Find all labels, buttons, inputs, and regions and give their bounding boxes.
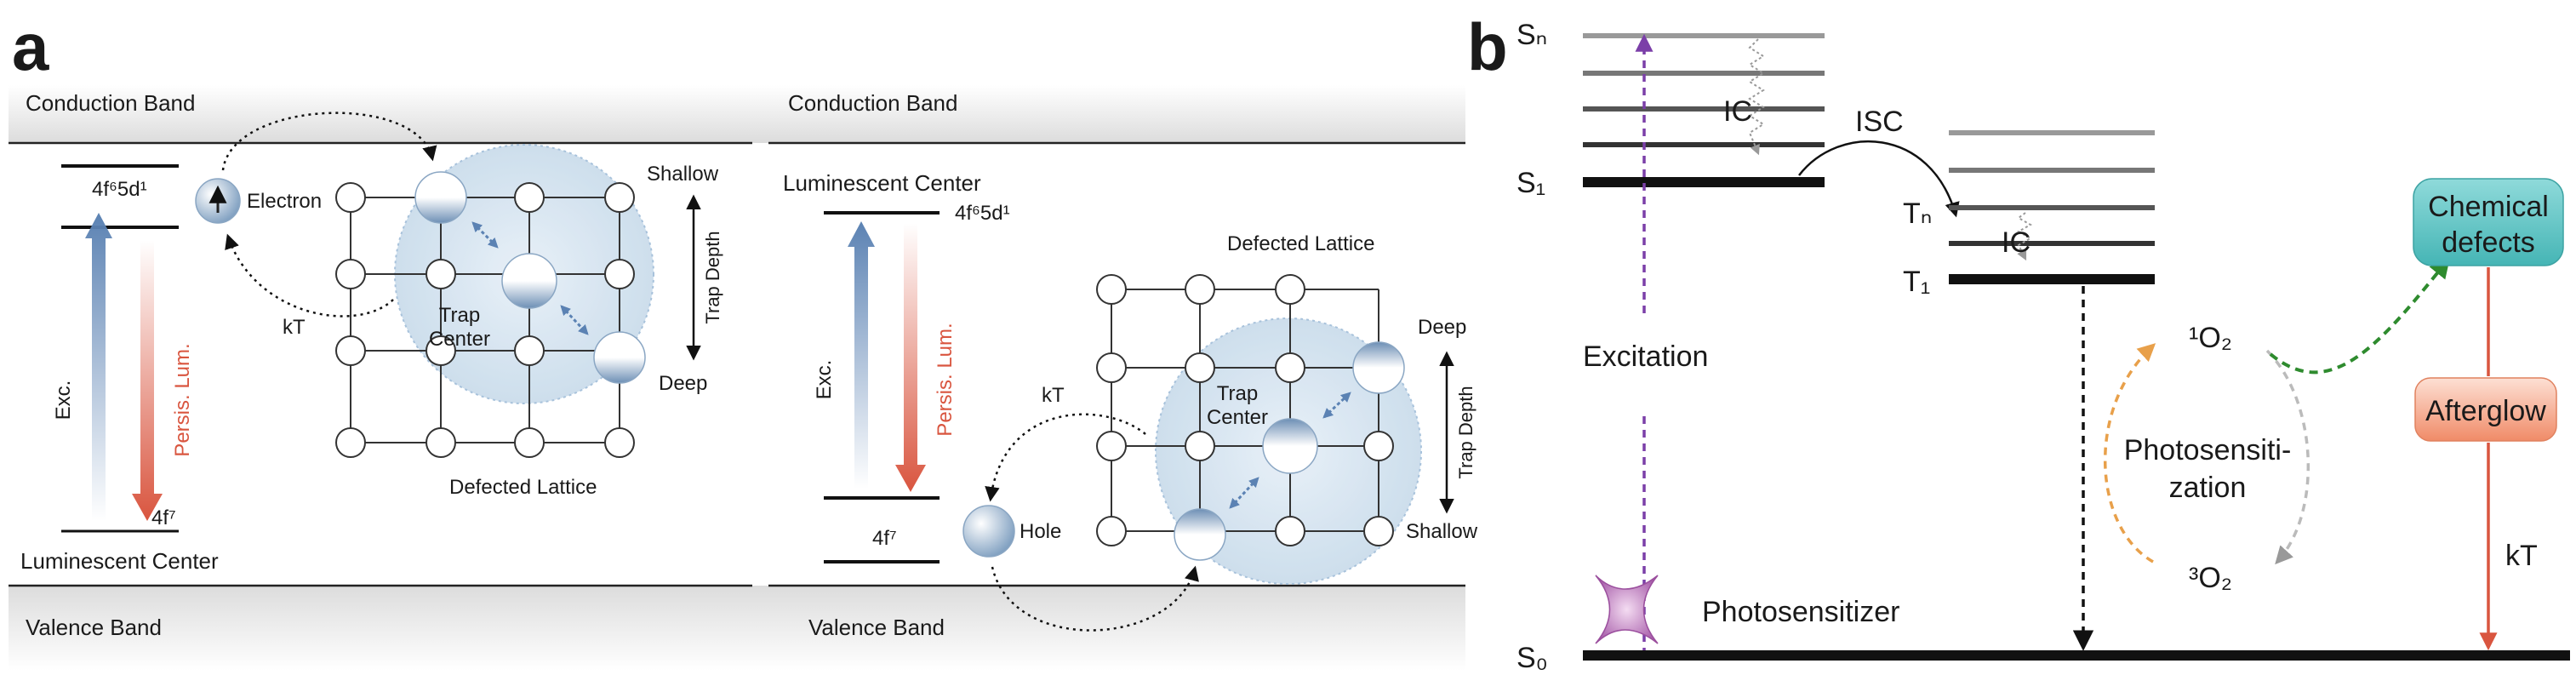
ic-squiggle bbox=[1748, 38, 1765, 156]
trap-center-label: Trap bbox=[1217, 382, 1258, 405]
level-upper-label: 4f⁶5d¹ bbox=[92, 178, 147, 201]
photosensitization-up-arrow bbox=[2103, 343, 2156, 563]
deep-label: Deep bbox=[1418, 316, 1466, 339]
trap-center-label: Center bbox=[1207, 406, 1268, 429]
level-lower-label: 4f⁷ bbox=[872, 527, 897, 550]
lattice-grid bbox=[1111, 289, 1379, 532]
persistent-luminescence-arrow bbox=[895, 223, 926, 492]
excitation-label: Exc. bbox=[52, 380, 75, 420]
luminescent-center-label: Luminescent Center bbox=[20, 548, 219, 574]
tn-label: Tₙ bbox=[1903, 197, 1932, 230]
trap-center-label: Center bbox=[429, 328, 490, 351]
deep-label: Deep bbox=[659, 372, 707, 395]
chemical-defects-box bbox=[2413, 178, 2564, 266]
release-arrow bbox=[225, 233, 394, 317]
photosensitizer-icon bbox=[1595, 575, 1659, 644]
kt-label: kT bbox=[1042, 384, 1065, 407]
panel-a-label: a bbox=[12, 9, 49, 84]
trap-center bbox=[1262, 418, 1318, 474]
s0-label: S₀ bbox=[1516, 642, 1548, 674]
photosensitization-label: zation bbox=[2169, 472, 2247, 504]
release-arrow bbox=[985, 413, 1146, 502]
isc-label: ISC bbox=[1855, 106, 1904, 138]
deep-trap bbox=[593, 331, 646, 384]
chemical-defects-label: defects bbox=[2442, 226, 2535, 259]
conduction-band-label: Conduction Band bbox=[26, 90, 195, 116]
kt-label: kT bbox=[283, 316, 306, 339]
s1-label: S₁ bbox=[1516, 167, 1545, 199]
hole-ball bbox=[962, 505, 1015, 558]
ic-label-singlet: IC bbox=[1723, 95, 1752, 128]
shallow-trap bbox=[414, 171, 467, 224]
persistent-luminescence-label: Persis. Lum. bbox=[934, 323, 957, 436]
triplet-oxygen-label: ³O₂ bbox=[2189, 562, 2232, 594]
conduction-band-fill bbox=[9, 85, 1465, 143]
afterglow-label: Afterglow bbox=[2425, 395, 2546, 427]
trap-center bbox=[501, 253, 557, 309]
carrier-label: Hole bbox=[1020, 520, 1061, 543]
valence-band-label: Valence Band bbox=[26, 615, 162, 640]
carrier-label: Electron bbox=[247, 190, 322, 213]
persistent-luminescence-arrow bbox=[132, 240, 163, 521]
trap-transfer-arrow bbox=[1229, 477, 1259, 509]
lattice-grid bbox=[350, 197, 620, 443]
sn-label: Sₙ bbox=[1516, 19, 1547, 51]
photosensitization-label: Photosensiti- bbox=[2124, 434, 2292, 466]
excitation-label: Exc. bbox=[813, 360, 836, 400]
trapping-arrow bbox=[221, 112, 437, 171]
isc-arrow bbox=[1798, 140, 1960, 218]
trap-center-label: Trap bbox=[439, 304, 480, 327]
valence-band-fill bbox=[9, 586, 1465, 671]
defected-lattice-label: Defected Lattice bbox=[449, 476, 597, 499]
ic-squiggle bbox=[2016, 212, 2033, 261]
panel-a-left: Conduction Band Valence Band 4f⁶5d¹ 4f⁷ … bbox=[20, 90, 723, 640]
defected-lattice-label: Defected Lattice bbox=[1227, 232, 1374, 255]
t1-label: T₁ bbox=[1903, 266, 1930, 298]
excitation-arrow bbox=[848, 221, 875, 489]
shallow-trap bbox=[1174, 508, 1226, 561]
panel-a-right: Conduction Band Valence Band Luminescent… bbox=[783, 90, 1478, 640]
chemical-defects-label: Chemical bbox=[2428, 191, 2549, 223]
trap-transfer-arrow bbox=[560, 305, 589, 335]
panel-b-label: b bbox=[1467, 9, 1508, 84]
excitation-arrow bbox=[85, 213, 112, 521]
shallow-label: Shallow bbox=[647, 163, 719, 186]
kt-label: kT bbox=[2505, 540, 2538, 572]
trapping-arrow bbox=[991, 565, 1199, 632]
luminescent-center-label: Luminescent Center bbox=[783, 170, 981, 196]
afterglow-box bbox=[2414, 377, 2557, 442]
shallow-label: Shallow bbox=[1406, 520, 1478, 543]
trap-depth-label: Trap Depth bbox=[1455, 386, 1476, 478]
photosensitization-down-arrow bbox=[2265, 349, 2310, 565]
persistent-luminescence-label: Persis. Lum. bbox=[171, 343, 194, 456]
lattice-nodes bbox=[1096, 274, 1394, 546]
valence-band-label: Valence Band bbox=[808, 615, 945, 640]
deep-trap bbox=[1352, 341, 1405, 394]
level-lower-label: 4f⁷ bbox=[151, 506, 176, 529]
oxidation-arrow bbox=[2269, 257, 2451, 375]
ic-label-triplet: IC bbox=[2002, 226, 2031, 259]
singlet-oxygen-label: ¹O₂ bbox=[2189, 322, 2232, 354]
level-upper-label: 4f⁶5d¹ bbox=[955, 202, 1010, 225]
excitation-label: Excitation bbox=[1583, 340, 1708, 373]
conduction-band-label: Conduction Band bbox=[788, 90, 957, 116]
panel-b: b Sₙ S₁ IC ISC Tₙ T₁ IC Excitation Photo… bbox=[1467, 9, 2570, 674]
photosensitizer-label: Photosensitizer bbox=[1702, 596, 1899, 628]
lattice-nodes bbox=[335, 182, 635, 458]
trap-depth-label: Trap Depth bbox=[702, 231, 723, 323]
